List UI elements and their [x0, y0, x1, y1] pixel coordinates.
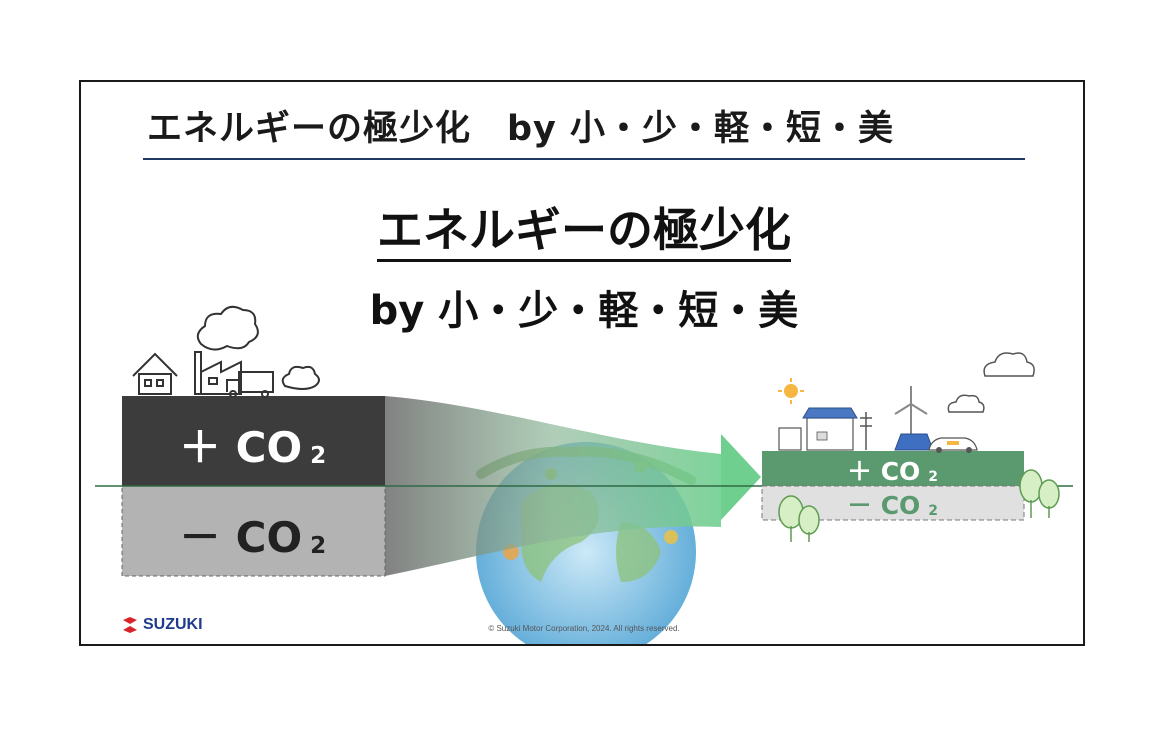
factory-icon: [194, 351, 242, 395]
copyright: © Suzuki Motor Corporation, 2024. All ri…: [488, 624, 680, 633]
right-plus-box: [762, 451, 1024, 486]
cloud-small-icon: [947, 394, 985, 413]
suzuki-logo: SUZUKI: [121, 616, 203, 634]
arrow-head-icon: [721, 434, 761, 520]
house-icon: [132, 352, 178, 395]
left-minus-box: [121, 485, 386, 577]
truck-icon: [226, 371, 274, 398]
solar-panel-icon: [894, 433, 934, 451]
power-pole-icon: [860, 412, 872, 450]
smoke-cloud-icon: [196, 305, 259, 351]
main-title: エネルギーの極少化: [81, 194, 1083, 262]
tree-pair-icon: [1019, 469, 1060, 518]
suzuki-s-icon: [123, 617, 137, 633]
electric-car-icon: [928, 437, 978, 453]
header-rule: [143, 158, 1025, 160]
logo-text: SUZUKI: [143, 616, 203, 633]
illustration: [95, 305, 1073, 644]
cloud-icon: [983, 352, 1035, 377]
main-title-text: エネルギーの極少化: [377, 203, 791, 262]
left-plus-box: [122, 396, 385, 486]
tree-icon: [778, 495, 820, 542]
header-title: エネルギーの極少化 by 小・少・軽・短・美: [147, 109, 895, 149]
main-subtitle: by 小・少・軽・短・美: [369, 288, 799, 334]
sun-icon: [778, 378, 804, 404]
eco-house-icon: [778, 407, 858, 451]
slide: エネルギーの極少化 by 小・少・軽・短・美 エネルギーの極少化 by 小・少・…: [79, 80, 1085, 646]
exhaust-cloud-icon: [281, 365, 320, 390]
